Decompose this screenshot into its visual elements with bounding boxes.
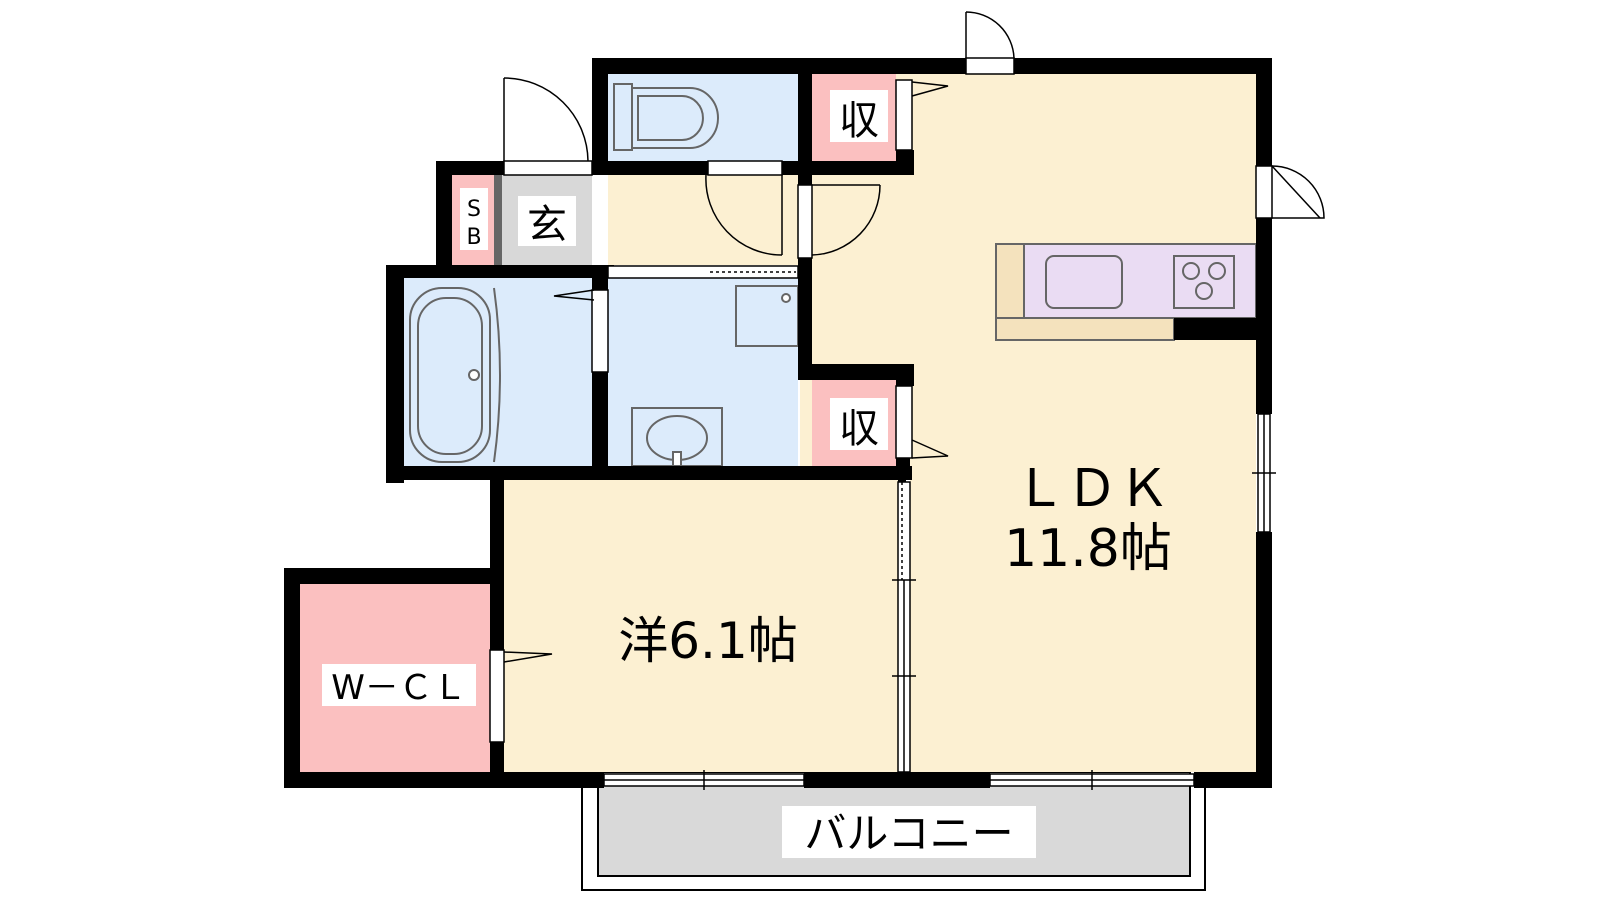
toilet-icon — [613, 83, 719, 151]
walls — [284, 58, 1272, 788]
shoe-box-label-s: S — [467, 197, 481, 222]
kitchen-counter — [995, 243, 1257, 341]
western-room-area — [504, 480, 900, 772]
ldk-size-label: 11.8帖 — [1004, 519, 1172, 579]
door-swings — [489, 11, 1325, 743]
hall-area — [608, 175, 808, 265]
windows — [591, 265, 1276, 790]
storage-upper-label: 収 — [839, 98, 879, 144]
room-labels: ＬＤＫ 11.8帖 洋6.1帖 W－ＣＬ 収 収 玄 S B バルコニー — [322, 90, 1188, 858]
western-room-label: 洋6.1帖 — [618, 612, 798, 670]
washing-machine-icon — [735, 285, 799, 347]
shoe-box-label-b: B — [466, 225, 481, 250]
bathtub-icon — [409, 287, 501, 463]
storage-lower-label: 収 — [839, 406, 879, 452]
entrance-label: 玄 — [527, 202, 567, 248]
stove-icon — [1173, 255, 1235, 309]
washbasin-icon — [631, 407, 723, 467]
balcony-label: バルコニー — [804, 809, 1013, 858]
walk-in-closet-label: W－ＣＬ — [331, 668, 467, 708]
sink-icon — [1045, 255, 1123, 309]
ldk-name-label: ＬＤＫ — [1014, 459, 1170, 519]
